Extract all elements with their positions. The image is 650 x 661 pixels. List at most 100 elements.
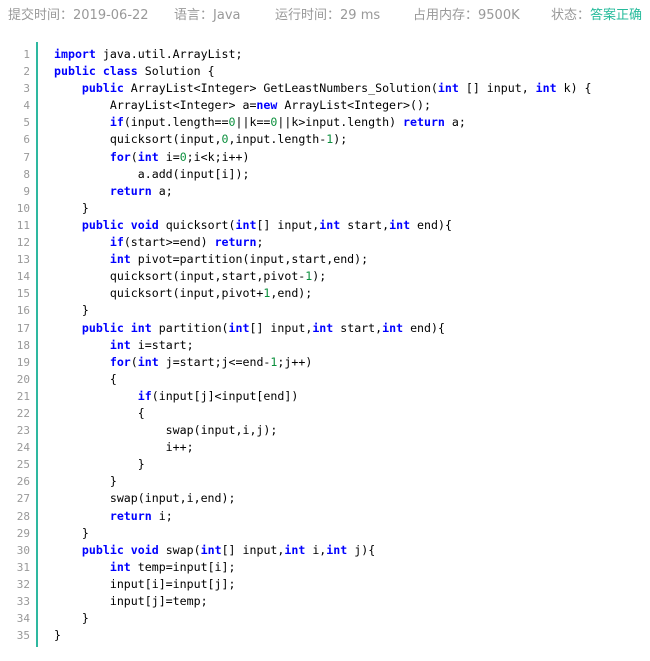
code-line: for(int j=start;j<=end-1;j++): [54, 354, 642, 371]
line-number: 23: [16, 424, 30, 438]
line-number: 5: [23, 116, 30, 130]
code-line: {: [54, 405, 642, 422]
code-text: [124, 218, 131, 232]
code-keyword: int: [109, 337, 131, 352]
line-number: 25: [16, 458, 30, 472]
code-text: temp=input[i];: [130, 559, 236, 574]
line-number: 3: [23, 82, 30, 96]
code-number: 1: [270, 354, 278, 369]
line-number: 28: [16, 509, 30, 523]
code-line: }: [54, 302, 642, 319]
code-text: quicksort(input,start,pivot-: [54, 269, 306, 284]
line-number: 16: [16, 304, 30, 318]
line-number: 8: [23, 167, 30, 181]
code-number: 1: [263, 286, 271, 301]
code-line: import java.util.ArrayList;: [54, 46, 642, 63]
code-keyword: int: [312, 320, 334, 335]
code-text: }: [54, 200, 89, 215]
code-text: end){: [410, 217, 452, 232]
line-number: 18: [16, 338, 30, 352]
code-keyword: class: [102, 64, 138, 79]
code-text: ;: [256, 235, 264, 250]
code-text: i,: [305, 542, 327, 557]
code-text: [] input,: [249, 320, 313, 335]
code-keyword: int: [228, 320, 250, 335]
code-keyword: int: [326, 542, 348, 557]
code-text: ArrayList<Integer> GetLeastNumbers_Solut…: [123, 81, 438, 96]
code-keyword: return: [109, 508, 152, 523]
line-number: 12: [16, 236, 30, 250]
code-text: }: [54, 457, 145, 472]
code-line: swap(input,i,j);: [54, 422, 642, 439]
code-keyword: return: [109, 183, 152, 198]
code-keyword: for: [109, 149, 131, 164]
code-text: [54, 560, 110, 574]
code-keyword: public: [81, 217, 124, 232]
line-number: 9: [23, 184, 30, 198]
code-keyword: if: [137, 388, 152, 403]
code-line: }: [54, 200, 642, 217]
code-text: swap(input,i,end);: [54, 491, 236, 506]
code-text: swap(input,i,j);: [54, 423, 278, 438]
line-number: 7: [23, 150, 30, 164]
code-text: [96, 64, 103, 78]
code-text: quicksort(input,pivot+: [54, 286, 264, 301]
code-text: a;: [444, 115, 466, 130]
code-line: public class Solution {: [54, 63, 642, 80]
code-keyword: public: [81, 81, 124, 96]
code-keyword: return: [403, 115, 445, 130]
line-number: 10: [16, 201, 30, 215]
code-text: [54, 235, 110, 249]
code-line: swap(input,i,end);: [54, 490, 642, 507]
code-text: a.add(input[i]);: [54, 166, 250, 181]
language-value: Java: [213, 8, 241, 23]
code-text: [124, 543, 131, 557]
line-number: 24: [16, 441, 30, 455]
line-number: 29: [16, 526, 30, 540]
code-number: 1: [305, 269, 313, 284]
code-number: 0: [228, 115, 236, 130]
code-line: public void swap(int[] input,int i,int j…: [54, 542, 642, 559]
code-text: ||k==: [235, 115, 271, 130]
code-keyword: new: [256, 98, 278, 113]
code-text: [54, 184, 110, 198]
code-text: ;j++): [277, 354, 313, 369]
code-line: input[j]=temp;: [54, 593, 642, 610]
line-number: 32: [16, 577, 30, 591]
code-text: ArrayList<Integer>();: [277, 98, 431, 113]
code-text: [54, 321, 82, 335]
submit-time-label: 提交时间：: [8, 8, 74, 23]
code-number: 1: [326, 132, 334, 147]
code-line: {: [54, 371, 642, 388]
code-text: quicksort(: [158, 217, 236, 232]
code-text: [54, 81, 82, 95]
code-text: );: [312, 269, 327, 284]
code-line: for(int i=0;i<k;i++): [54, 149, 642, 166]
code-keyword: int: [284, 542, 306, 557]
result-state: 状态：答案正确: [551, 6, 642, 26]
code-text: i=: [158, 149, 180, 164]
code-line: public void quicksort(int[] input,int st…: [54, 217, 642, 234]
code-line: int pivot=partition(input,start,end);: [54, 251, 642, 268]
code-line: }: [54, 525, 642, 542]
code-text: ArrayList<Integer> a=: [54, 98, 257, 113]
line-number: 20: [16, 372, 30, 386]
code-text: }: [54, 628, 61, 643]
code-line: ArrayList<Integer> a=new ArrayList<Integ…: [54, 97, 642, 114]
code-line: }: [54, 456, 642, 473]
code-text: (input.length==: [123, 115, 229, 130]
code-line: }: [54, 627, 642, 644]
code-keyword: void: [130, 217, 159, 232]
code-keyword: int: [437, 81, 459, 96]
line-number: 17: [16, 321, 30, 335]
line-number: 35: [16, 629, 30, 643]
runtime: 运行时间：29 ms: [275, 6, 380, 26]
line-number: 31: [16, 560, 30, 574]
code-keyword: void: [130, 542, 159, 557]
code-text: }: [54, 525, 89, 540]
code-line: input[i]=input[j];: [54, 576, 642, 593]
code-text: [54, 355, 110, 369]
code-text: pivot=partition(input,start,end);: [130, 252, 369, 267]
code-keyword: for: [109, 354, 131, 369]
code-keyword: int: [109, 559, 131, 574]
